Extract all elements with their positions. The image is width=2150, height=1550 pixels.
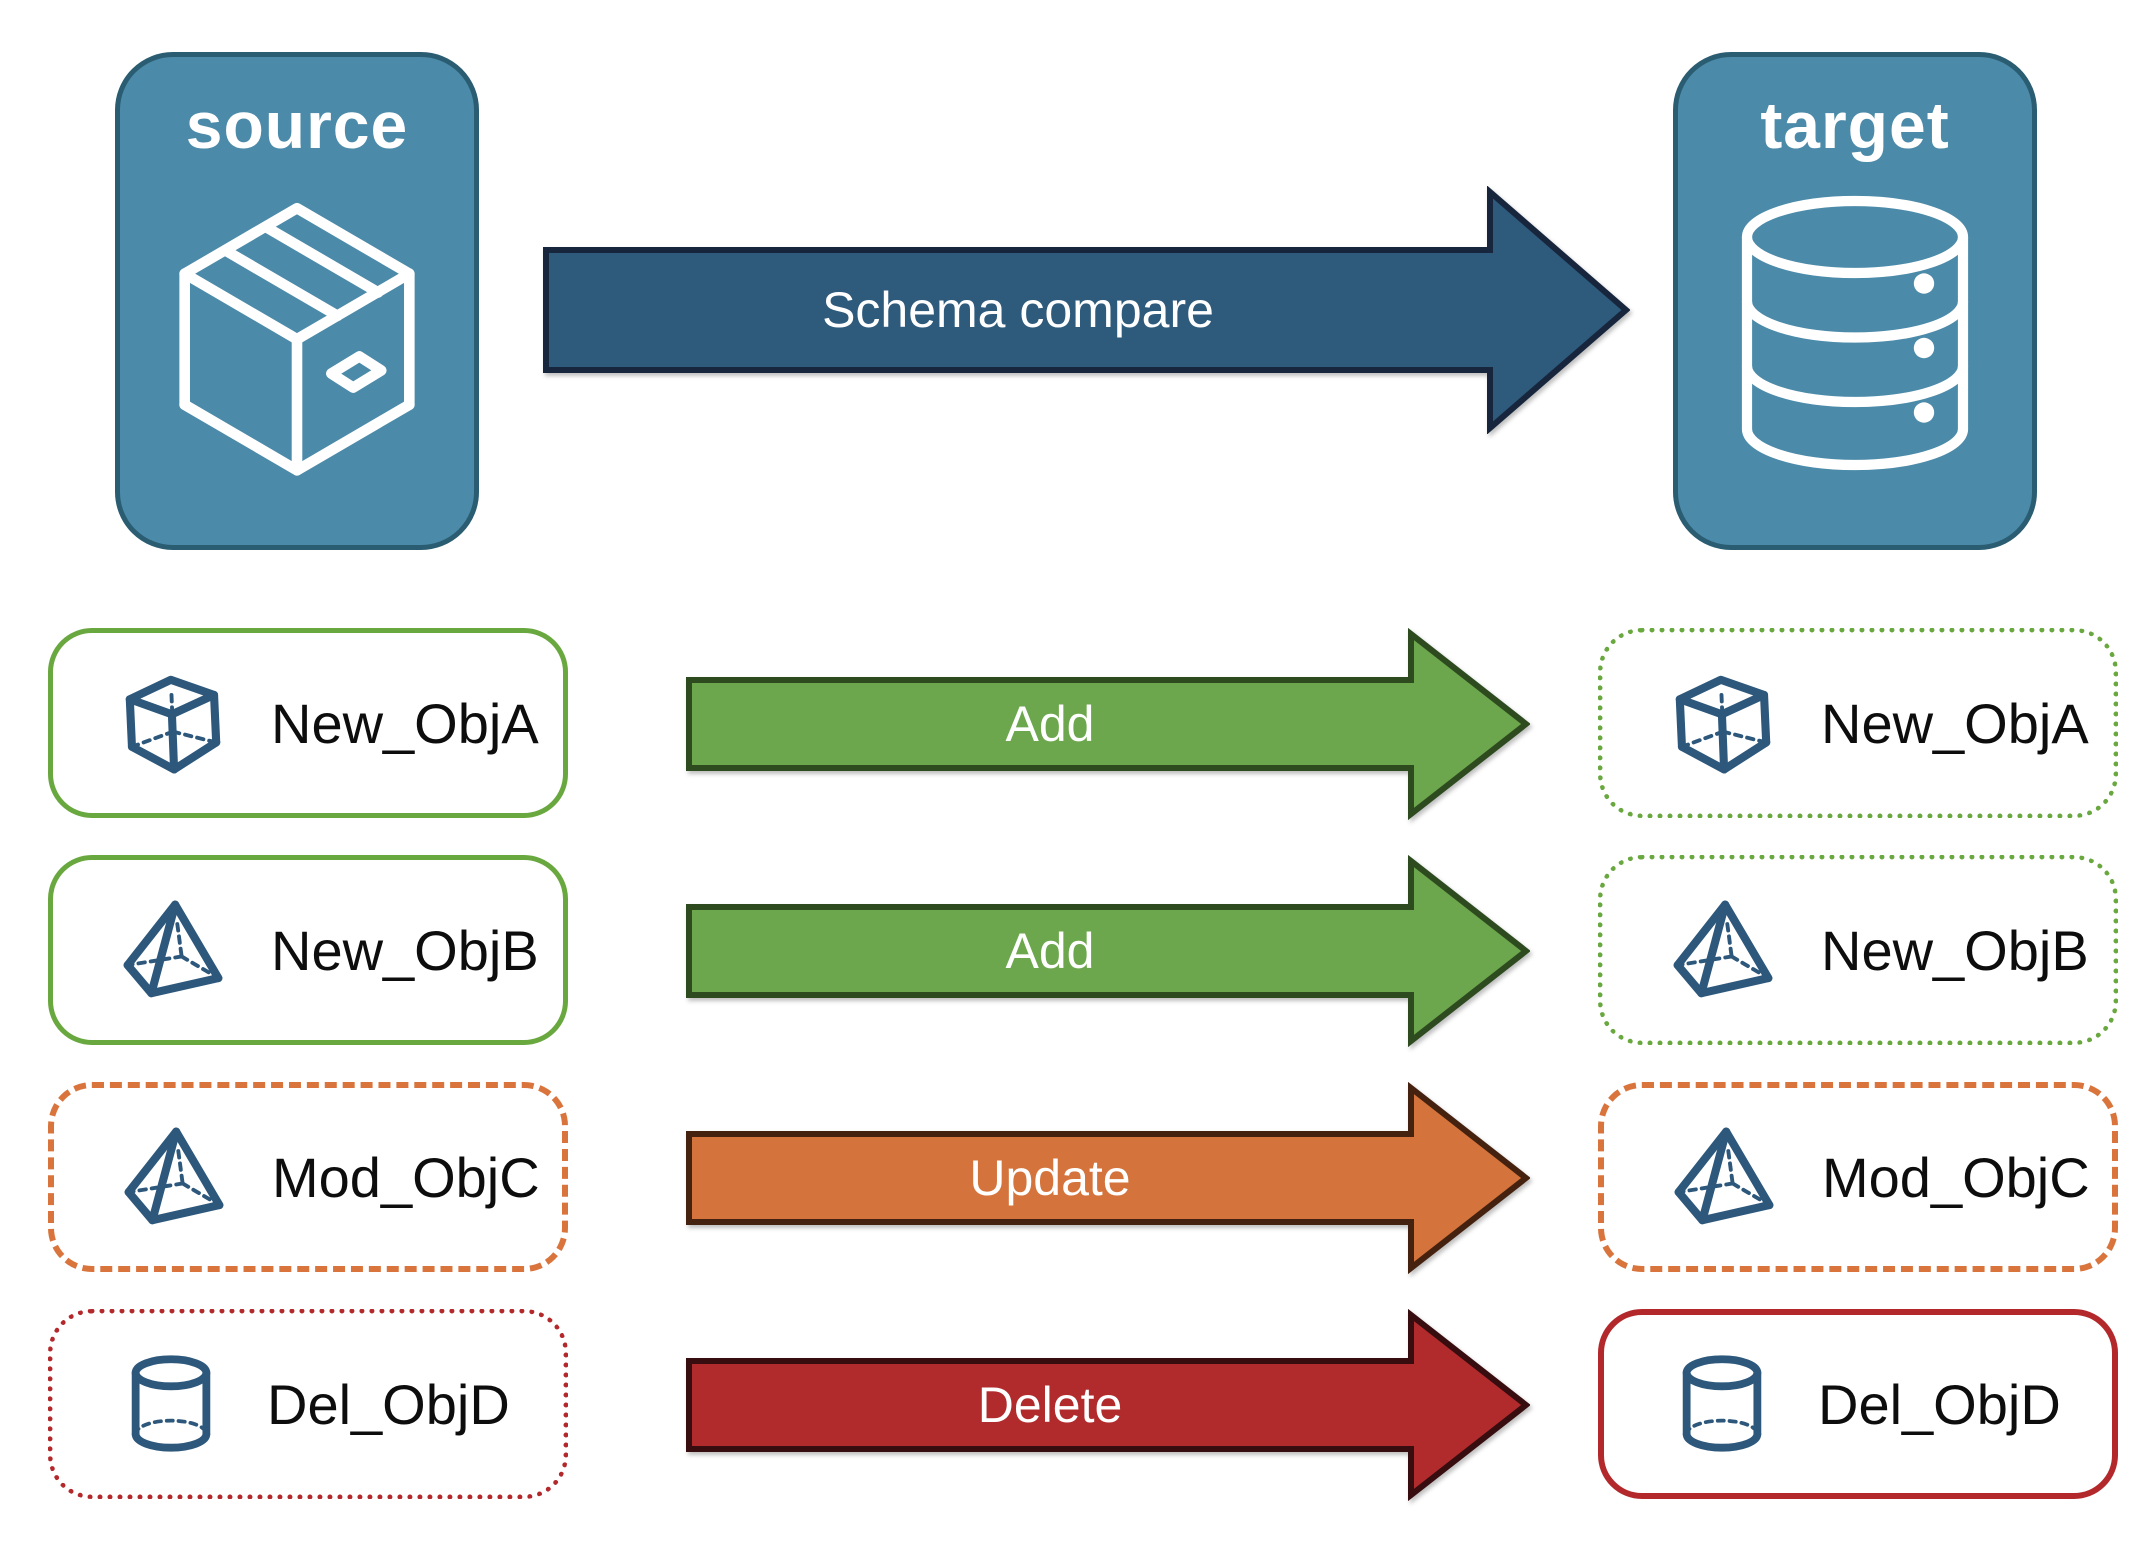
object-label: New_ObjB: [1821, 918, 2089, 982]
source-node: source: [115, 52, 479, 550]
source-object-del-objd: Del_ObjD: [48, 1309, 568, 1499]
schema-compare-arrow-label: Schema compare: [822, 282, 1214, 338]
target-title: target: [1760, 88, 1950, 162]
target-object-new-obja: New_ObjA: [1598, 628, 2118, 818]
database-icon: [1705, 177, 2005, 489]
cube-icon: [1669, 667, 1777, 779]
add-arrow-label: Add: [1006, 696, 1095, 752]
object-label: Mod_ObjC: [1822, 1145, 2090, 1209]
update-arrow-shape: [686, 1082, 1530, 1274]
add-arrow-shape: [686, 628, 1530, 820]
object-label: Mod_ObjC: [272, 1145, 540, 1209]
delete-arrow-label: Delete: [978, 1377, 1123, 1433]
object-label: Del_ObjD: [267, 1372, 510, 1436]
target-object-new-objb: New_ObjB: [1598, 855, 2118, 1045]
target-node: target: [1673, 52, 2037, 550]
add-arrow-shape: [686, 855, 1530, 1047]
pyramid-icon: [1670, 1121, 1778, 1233]
source-title: source: [185, 88, 409, 162]
cylinder-icon: [1670, 1349, 1774, 1459]
source-object-new-objb: New_ObjB: [48, 855, 568, 1045]
add-arrow-label: Add: [1006, 923, 1095, 979]
add-arrow-row2: Add: [686, 855, 1530, 1047]
add-arrow-row1: Add: [686, 628, 1530, 820]
object-label: New_ObjB: [271, 918, 539, 982]
source-object-new-obja: New_ObjA: [48, 628, 568, 818]
schema-compare-arrow-shape: [543, 186, 1630, 434]
delete-arrow-shape: [686, 1309, 1530, 1501]
pyramid-icon: [1669, 894, 1777, 1006]
object-label: New_ObjA: [1821, 691, 2089, 755]
object-label: New_ObjA: [271, 691, 539, 755]
target-object-mod-objc: Mod_ObjC: [1598, 1082, 2118, 1272]
pyramid-icon: [119, 894, 227, 1006]
target-object-del-objd: Del_ObjD: [1598, 1309, 2118, 1499]
cylinder-icon: [119, 1349, 223, 1459]
update-arrow: Update: [686, 1082, 1530, 1274]
update-arrow-label: Update: [969, 1150, 1130, 1206]
cube-icon: [119, 667, 227, 779]
pyramid-icon: [120, 1121, 228, 1233]
delete-arrow: Delete: [686, 1309, 1530, 1501]
source-object-mod-objc: Mod_ObjC: [48, 1082, 568, 1272]
schema-compare-arrow: Schema compare: [543, 186, 1630, 434]
package-icon: [141, 177, 453, 489]
object-label: Del_ObjD: [1818, 1372, 2061, 1436]
